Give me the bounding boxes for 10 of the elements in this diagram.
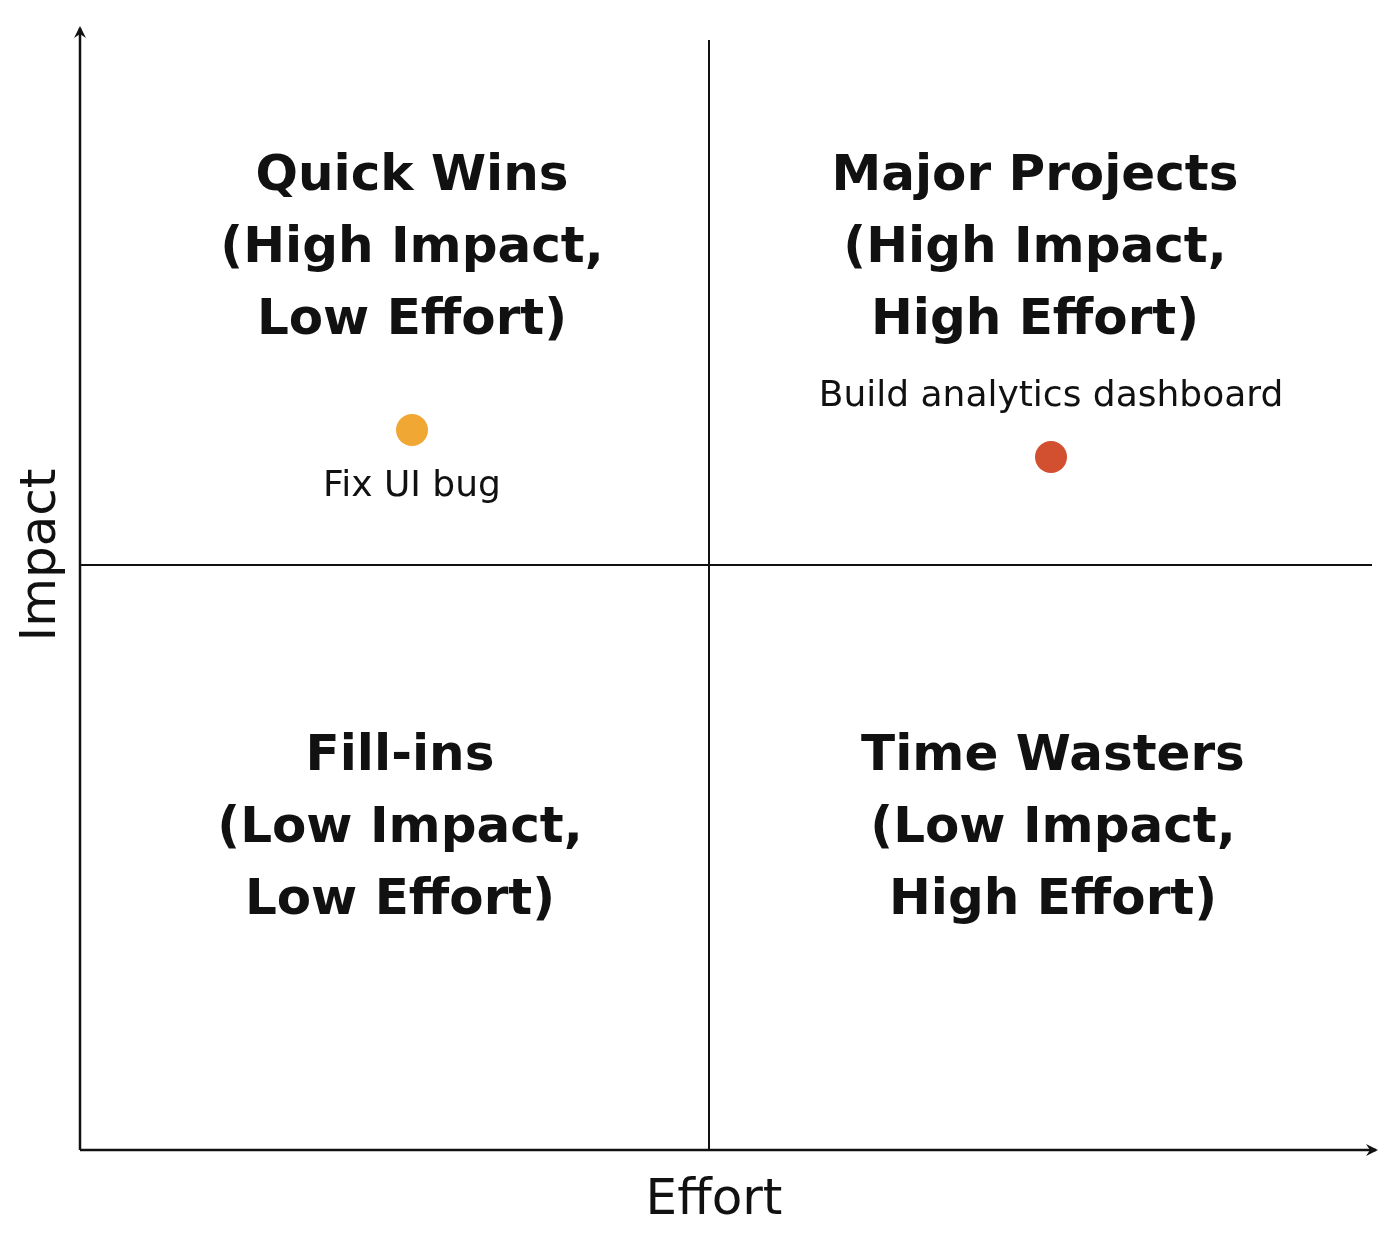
- data-point-circle: [1035, 441, 1067, 473]
- quadrant-title: Major Projects (High Impact, High Effort): [830, 143, 1240, 348]
- quadrant-title: Fill-ins (Low Impact, Low Effort): [216, 723, 584, 928]
- quadrant-title: Time Wasters (Low Impact, High Effort): [860, 723, 1246, 928]
- axis-label: Effort: [645, 1168, 783, 1226]
- axis-label: Impact: [9, 468, 67, 642]
- data-point-circle: [396, 414, 428, 446]
- quadrant-title: Quick Wins (High Impact, Low Effort): [219, 143, 605, 348]
- point-label: Fix UI bug: [323, 463, 501, 504]
- point-label: Build analytics dashboard: [818, 373, 1284, 414]
